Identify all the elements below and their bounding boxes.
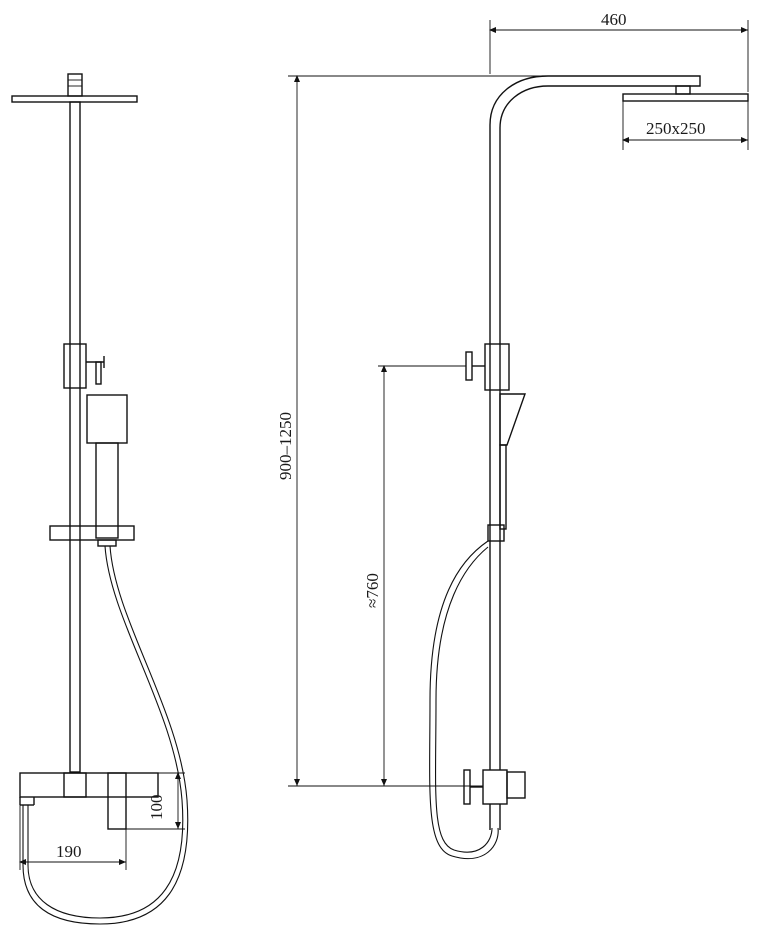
side-hose xyxy=(429,540,499,860)
front-holder-bar xyxy=(49,525,135,541)
dim-head-size: 250x250 xyxy=(646,119,706,138)
front-mixer-lever xyxy=(107,772,127,830)
side-holder xyxy=(487,524,505,542)
front-mixer-body xyxy=(19,772,159,798)
front-head-connector xyxy=(67,73,83,97)
side-shower-head xyxy=(622,93,749,102)
front-diverter xyxy=(63,343,87,389)
side-view: 460 250x250 900–1250 ≈760 xyxy=(276,10,749,860)
dim-mixer-width: 190 xyxy=(56,842,82,861)
front-riser-pipe xyxy=(69,101,81,773)
front-hand-shower-handle xyxy=(95,442,119,539)
front-shower-head xyxy=(11,95,138,103)
dim-head-reach: 460 xyxy=(601,10,627,29)
front-hose xyxy=(27,545,184,919)
side-diverter-knob xyxy=(465,351,473,381)
side-mixer-knob xyxy=(463,769,471,805)
front-hand-shower-head xyxy=(86,394,128,444)
front-view: 100 190 xyxy=(11,73,189,925)
dim-total-height: 900–1250 xyxy=(276,412,295,480)
side-head-connector xyxy=(675,85,691,95)
dim-handle-height: ≈760 xyxy=(363,573,382,608)
side-mixer-body xyxy=(482,769,508,805)
side-diverter xyxy=(484,343,510,391)
side-riser-arm xyxy=(489,75,701,770)
dim-mixer-height: 100 xyxy=(147,795,166,821)
side-hand-shower-handle xyxy=(499,444,507,530)
side-hand-shower-head xyxy=(499,393,526,446)
front-diverter-knob xyxy=(95,361,102,385)
